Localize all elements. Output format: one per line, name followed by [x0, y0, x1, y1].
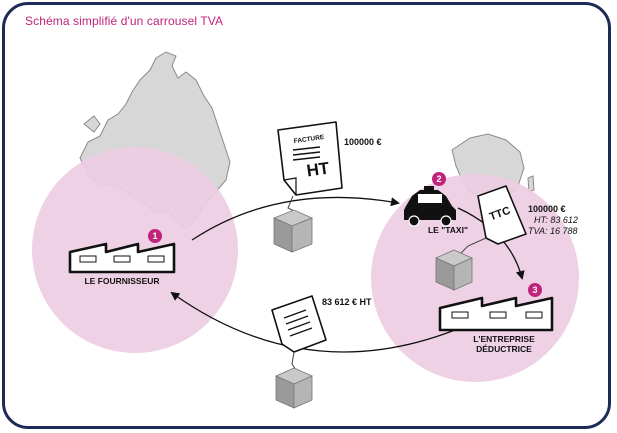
- factory-icon: [68, 242, 176, 274]
- ttc-tva-amount: TVA: 16 788: [528, 226, 578, 236]
- document-icon: [477, 185, 527, 245]
- deducting-label-line2: DÉDUCTRICE: [476, 344, 532, 354]
- document-icon: [277, 121, 343, 196]
- return-amount: 83 612 € HT: [322, 297, 372, 307]
- factory-icon: [438, 296, 554, 332]
- supplier-label: LE FOURNISSEUR: [84, 276, 160, 286]
- document-icon: [271, 295, 327, 353]
- step-badge-2: 2: [432, 172, 446, 186]
- taxi-car-icon: [404, 186, 456, 227]
- payment-box-icon: [272, 195, 314, 253]
- invoice-amount: 100000 €: [344, 137, 382, 147]
- diagram-title: Schéma simplifié d'un carrousel TVA: [25, 14, 224, 28]
- arrow-deducting-to-supplier: [170, 291, 456, 353]
- ttc-amount: 100000 €: [528, 204, 566, 214]
- payment-box-icon: [275, 351, 313, 409]
- arrow-supplier-to-taxi: [191, 196, 400, 241]
- taxi-label: LE "TAXI": [427, 225, 468, 235]
- ttc-ht-amount: HT: 83 612: [534, 215, 578, 225]
- deducting-label-line1: L'ENTREPRISE: [473, 334, 535, 344]
- step-badge-3: 3: [528, 283, 542, 297]
- payment-box-icon: [435, 237, 487, 291]
- step-badge-1: 1: [148, 229, 162, 243]
